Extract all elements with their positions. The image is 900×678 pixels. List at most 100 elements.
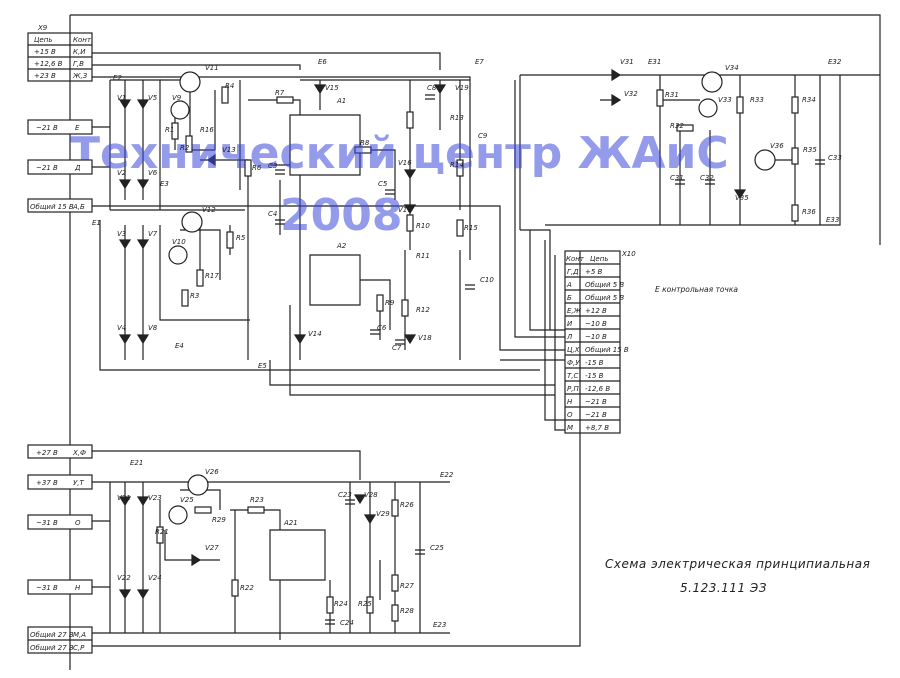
- component-label-e33: E33: [826, 216, 839, 224]
- component-label-v21: V21: [117, 494, 131, 502]
- component-label-r35: R35: [803, 146, 817, 154]
- component-label-v19: V19: [455, 84, 469, 92]
- x10-row-contact: Г,Д: [567, 268, 579, 276]
- component-label-r33: R33: [750, 96, 764, 104]
- x9-input-circuit: ~21 В: [36, 124, 58, 132]
- component-label-v17: V17: [398, 206, 412, 214]
- x10-row-circuit: Общий 5 В: [585, 294, 624, 302]
- component-label-e32: E32: [828, 58, 842, 66]
- component-label-v9: V9: [172, 94, 182, 102]
- component-label-v14: V14: [308, 330, 322, 338]
- x10-row-circuit: +8,7 В: [585, 424, 609, 432]
- component-label-c7: C7: [392, 344, 402, 352]
- component-label-c31: C31: [670, 174, 684, 182]
- component-label-r15: R15: [464, 224, 478, 232]
- x10-row-contact: М: [567, 424, 573, 432]
- component-label-a2: A2: [336, 242, 347, 250]
- component-label-r11: R11: [416, 252, 430, 260]
- component-label-v25: V25: [180, 496, 194, 504]
- x10-header-contact: Конт: [566, 255, 585, 263]
- x10-row-circuit: Общий 15 В: [585, 346, 629, 354]
- component-label-v7: V7: [148, 230, 158, 238]
- x10-row-contact: Л: [566, 333, 573, 341]
- component-label-r28: R28: [400, 607, 414, 615]
- x9-row-circuit: +12,6 В: [34, 60, 63, 68]
- component-label-r27: R27: [400, 582, 414, 590]
- component-label-v23: V23: [148, 494, 162, 502]
- x10-row-contact: Б: [567, 294, 572, 302]
- x9-row-circuit: +15 В: [34, 48, 56, 56]
- component-label-e6: E6: [318, 58, 327, 66]
- x9-input-contact: У,Т: [73, 479, 84, 487]
- component-label-r31: R31: [665, 91, 679, 99]
- x9-input-contact: М,А: [73, 631, 86, 639]
- component-label-a1: A1: [336, 97, 346, 105]
- x9-connector: X9 Цепь Конт +15 В К,И +12,6 В Г,В +23 В…: [27, 24, 93, 654]
- component-label-e31: E31: [648, 58, 661, 66]
- x10-row-circuit: ~21 В: [585, 411, 607, 419]
- x9-input-contact: Е: [75, 124, 80, 132]
- component-label-r7: R7: [275, 89, 285, 97]
- watermark-line1: Технический центр ЖАиС: [70, 128, 729, 179]
- component-label-v11: V11: [205, 64, 219, 72]
- component-label-v32: V32: [624, 90, 638, 98]
- x9-input-contact: Д: [74, 164, 81, 172]
- component-label-e1: E1: [92, 219, 101, 227]
- component-label-v33: V33: [718, 96, 732, 104]
- component-label-e4: E4: [175, 342, 184, 350]
- x10-row-circuit: -12,6 В: [585, 385, 610, 393]
- component-label-v36: V36: [770, 142, 784, 150]
- x10-row-circuit: ~10 В: [585, 333, 607, 341]
- x9-row-contact: К,И: [73, 48, 86, 56]
- component-label-r25: R25: [358, 600, 372, 608]
- component-label-v1: V1: [117, 94, 126, 102]
- component-label-v35: V35: [735, 194, 749, 202]
- component-label-c23: C23: [338, 491, 352, 499]
- component-label-c3: C3: [268, 162, 277, 170]
- component-label-v8: V8: [148, 324, 158, 332]
- x10-row-circuit: -15 В: [585, 372, 604, 380]
- component-label-v4: V4: [117, 324, 126, 332]
- x10-row-contact: Ф,У: [567, 359, 580, 367]
- component-label-r1: R1: [165, 126, 174, 134]
- x9-input-circuit: Общий 27 В: [30, 631, 74, 639]
- x9-header-contact: Конт: [73, 36, 92, 44]
- component-label-v26: V26: [205, 468, 219, 476]
- component-label-c24: C24: [340, 619, 354, 627]
- x9-row-contact: Ж,З: [72, 72, 88, 80]
- x10-row-contact: Е,Ж: [567, 307, 582, 315]
- component-label-c32: C32: [700, 174, 714, 182]
- x9-input-contact: Х,Ф: [72, 449, 86, 457]
- component-label-v34: V34: [725, 64, 739, 72]
- x9-input-circuit: ~31 В: [36, 519, 58, 527]
- legend-control-point: Е контрольная точка: [655, 285, 738, 294]
- component-label-r22: R22: [240, 584, 254, 592]
- watermark-line2: 2008: [280, 190, 402, 241]
- x10-row-contact: Т,С: [567, 372, 579, 380]
- component-label-v15: V15: [325, 84, 339, 92]
- component-label-e22: E22: [440, 471, 454, 479]
- component-label-r34: R34: [802, 96, 816, 104]
- component-label-r21: R21: [155, 528, 169, 536]
- x10-row-contact: Н: [567, 398, 573, 406]
- component-label-e2: E2: [113, 74, 122, 82]
- component-label-r8: R8: [360, 139, 370, 147]
- x10-row-circuit: ~21 В: [585, 398, 607, 406]
- component-label-r17: R17: [205, 272, 219, 280]
- component-label-r14: R14: [450, 161, 464, 169]
- x9-row-contact: Г,В: [73, 60, 84, 68]
- component-label-r5: R5: [236, 234, 246, 242]
- component-label-v27: V27: [205, 544, 219, 552]
- component-label-c25: C25: [430, 544, 444, 552]
- x9-title: X9: [37, 24, 48, 32]
- component-label-r24: R24: [334, 600, 348, 608]
- wires: [69, 14, 881, 670]
- component-label-r10: R10: [416, 222, 430, 230]
- x9-input-circuit: ~31 В: [36, 584, 58, 592]
- component-label-r29: R29: [212, 516, 226, 524]
- component-label-c10: C10: [480, 276, 494, 284]
- x10-row-contact: И: [567, 320, 573, 328]
- component-label-e3: E3: [160, 180, 169, 188]
